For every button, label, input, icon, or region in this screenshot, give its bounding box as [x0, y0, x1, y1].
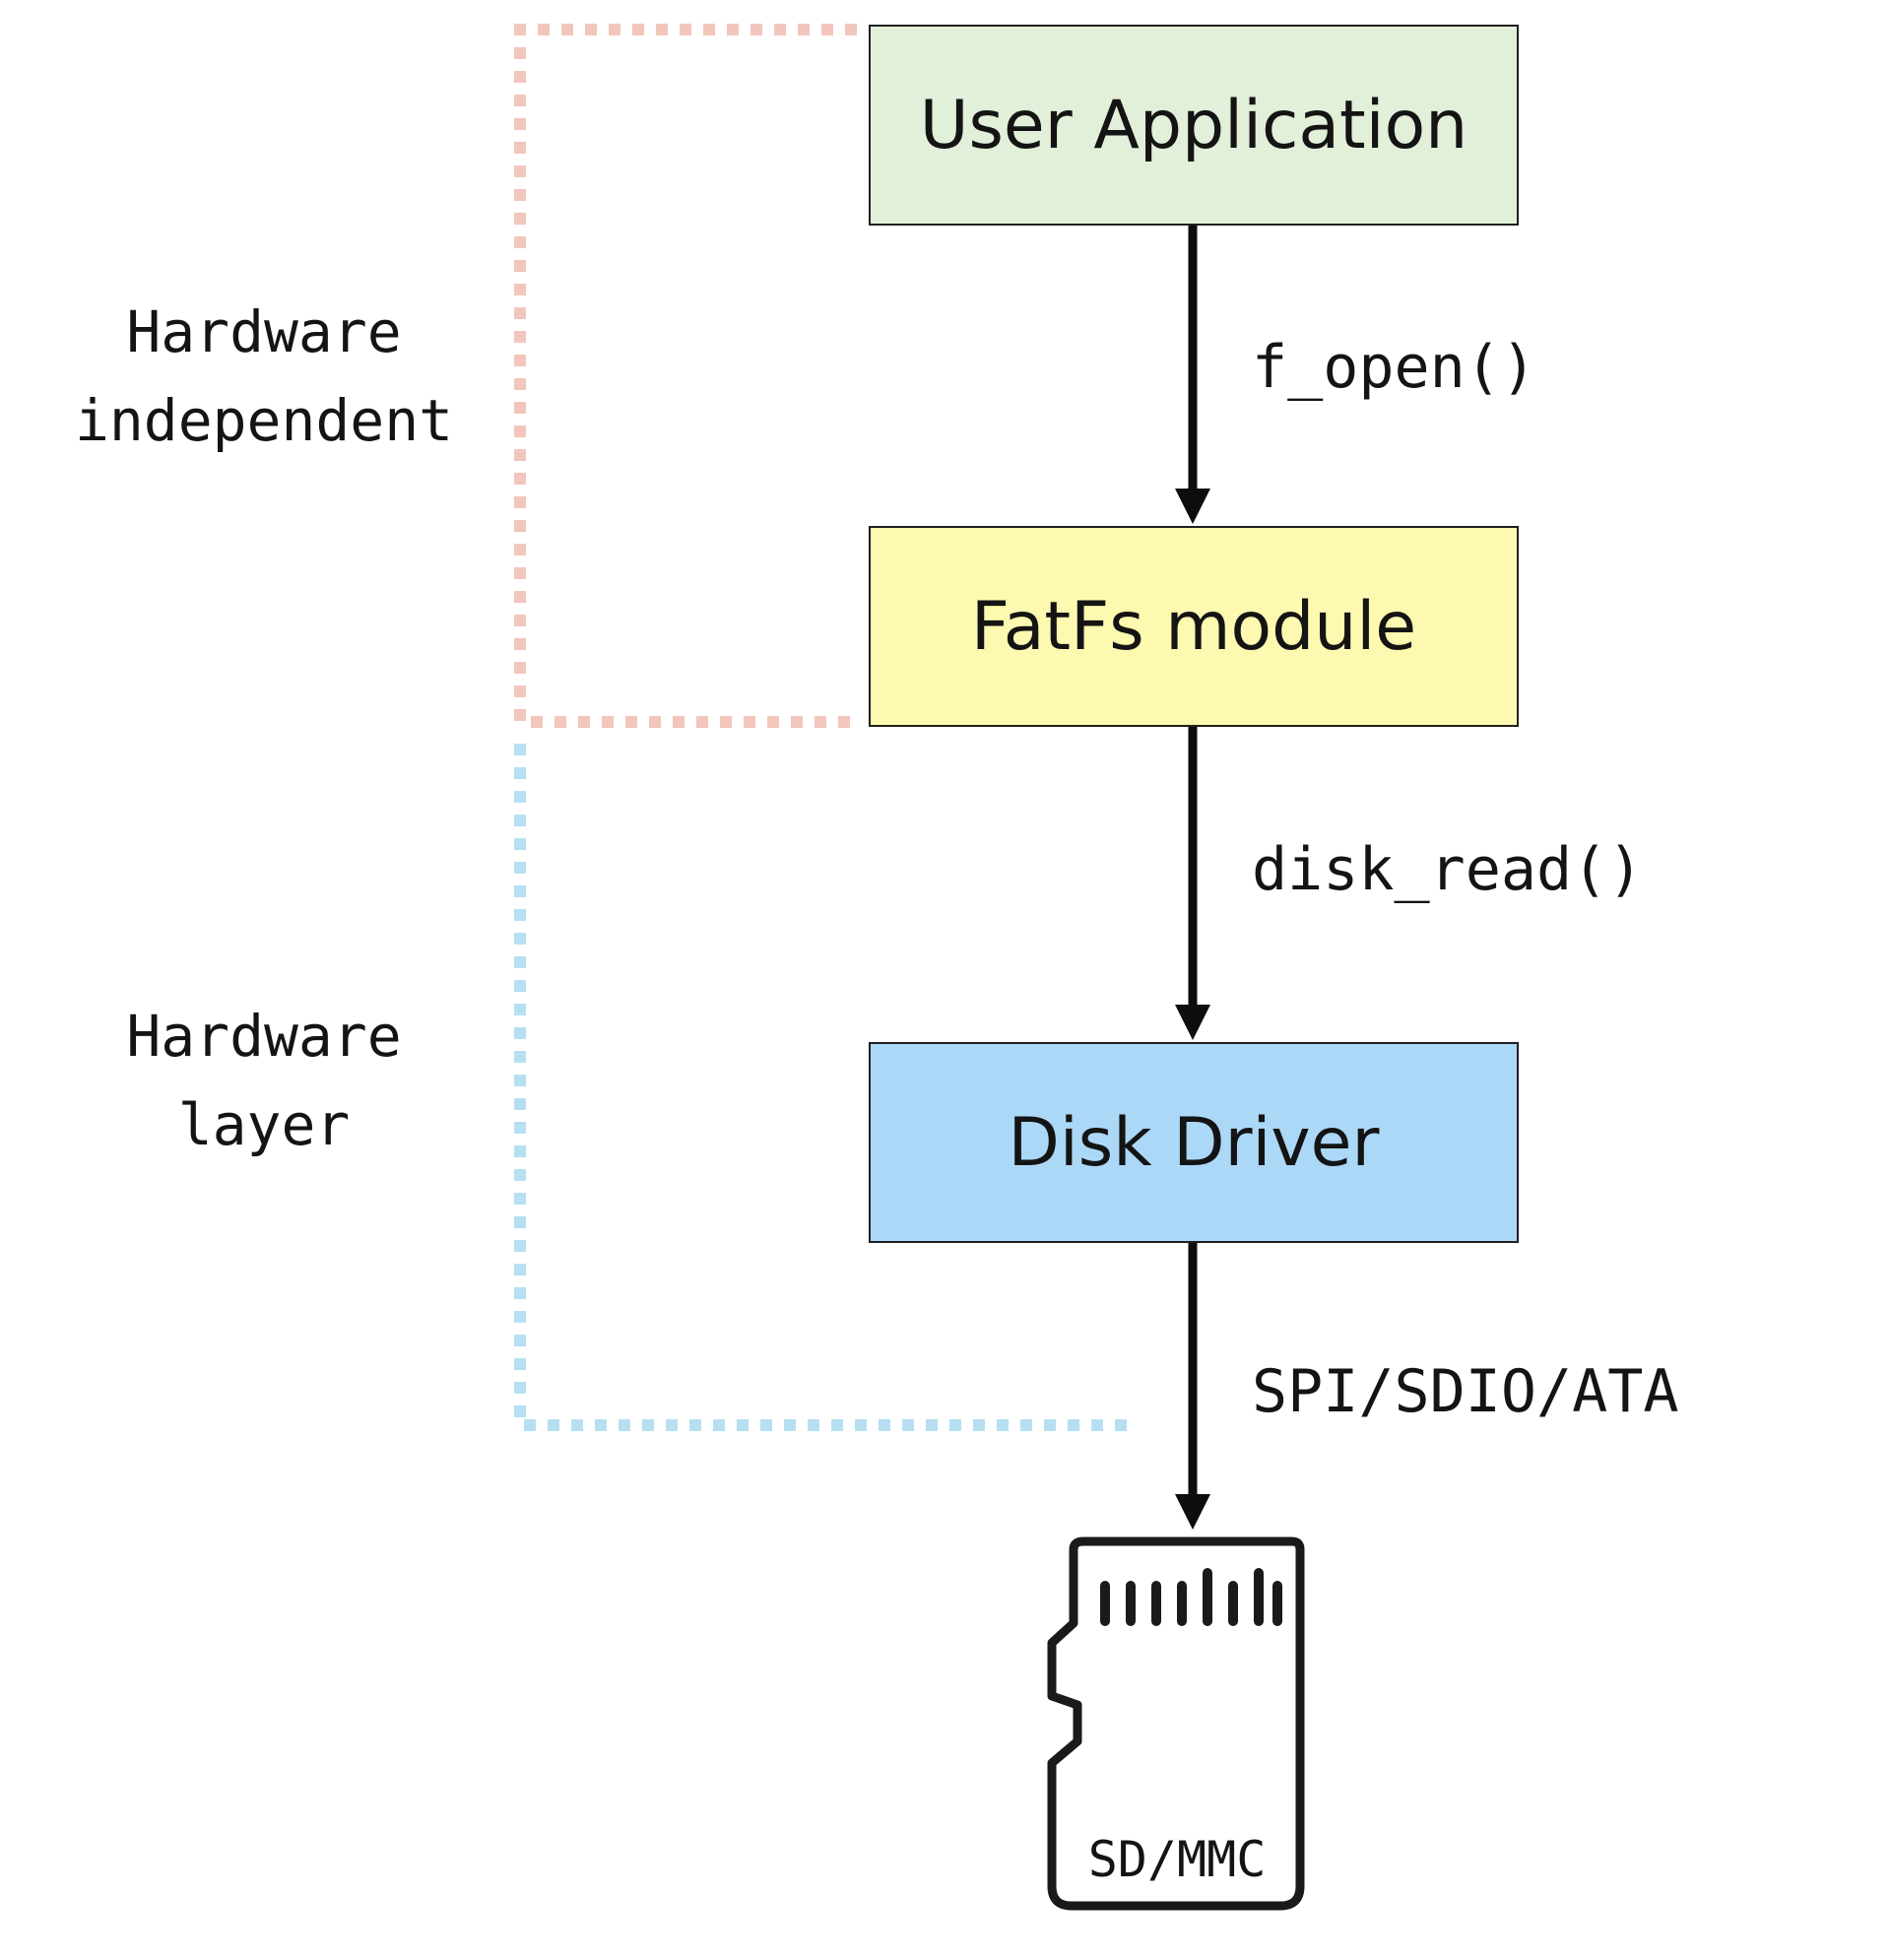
hardware-layer-label: Hardware layer [18, 992, 510, 1169]
disk-driver-label: Disk Driver [1008, 1103, 1380, 1182]
disk-read-call-label: disk_read() [1252, 835, 1644, 904]
hardware-independent-bracket [514, 24, 857, 728]
f-open-call-label: f_open() [1252, 333, 1536, 402]
arrowhead-fatfs-to-driver [1175, 1005, 1210, 1040]
hardware-layer-bracket [514, 744, 1133, 1431]
disk-driver-box: Disk Driver [869, 1042, 1519, 1243]
sd-card-icon: SD/MMC [1047, 1536, 1305, 1911]
hardware-independent-line2: independent [74, 387, 454, 454]
arrowhead-driver-to-card [1175, 1494, 1210, 1530]
hardware-independent-label: Hardware independent [18, 288, 510, 465]
hardware-layer-line2: layer [177, 1091, 351, 1158]
hardware-layer-line1: Hardware [126, 1003, 402, 1070]
sd-card-pins [1100, 1568, 1282, 1626]
sd-card-label: SD/MMC [1088, 1831, 1267, 1888]
user-application-box: User Application [869, 25, 1519, 226]
bus-interface-label: SPI/SDIO/ATA [1252, 1357, 1679, 1426]
fatfs-module-box: FatFs module [869, 526, 1519, 727]
user-application-label: User Application [919, 86, 1468, 164]
fatfs-module-label: FatFs module [970, 587, 1417, 666]
arrowhead-user-to-fatfs [1175, 489, 1210, 524]
hardware-independent-line1: Hardware [126, 298, 402, 365]
